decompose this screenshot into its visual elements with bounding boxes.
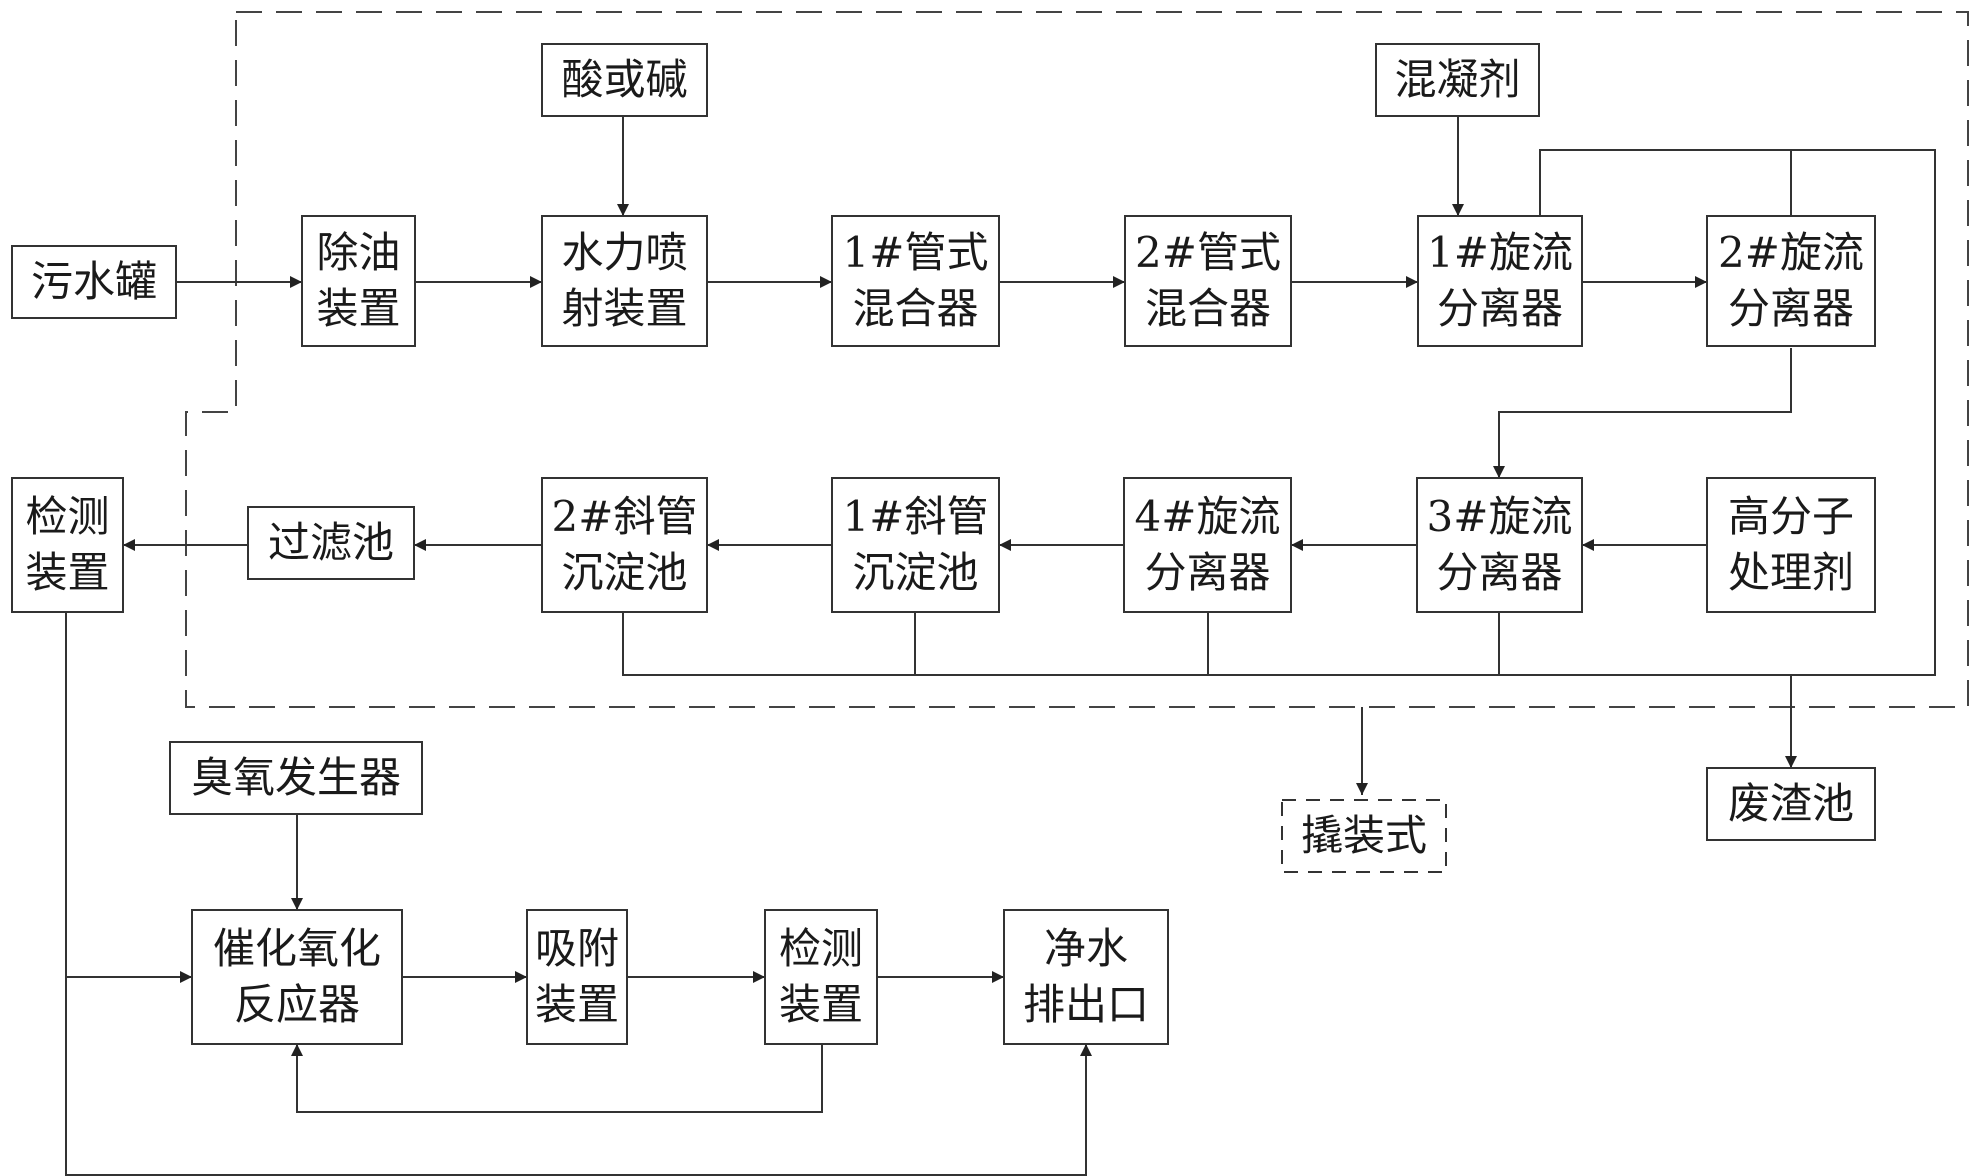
cyclone-3-label-line-1: 3#旋流: [1427, 492, 1573, 541]
tube-mixer-2-label-line-2: 混合器: [1145, 284, 1271, 333]
clean-water-outlet-box: [1003, 909, 1169, 1045]
coagulant-box: [1375, 43, 1540, 117]
flow-detection2-return: [291, 1044, 823, 1113]
cyclone-1-box: [1417, 215, 1583, 347]
detection-1-label-line-1: 检测: [25, 492, 109, 541]
cyclone-2-label-line-1: 2#旋流: [1718, 228, 1864, 277]
inclined-tube-1-label-line-2: 沉淀池: [852, 548, 978, 597]
tube-mixer-1-label-line-1: 1#管式: [843, 228, 989, 277]
clean-water-outlet-label-line-2: 排出口: [1023, 980, 1149, 1029]
adsorption-label-line-1: 吸附: [535, 924, 619, 973]
cyclone-2-label-line-2: 分离器: [1728, 284, 1854, 333]
catalytic-reactor-label-line-2: 反应器: [234, 980, 360, 1029]
waste-residue-tank-box: [1706, 767, 1876, 841]
skid-mounted-box: [1281, 799, 1447, 873]
cyclone-4-label-line-1: 4#旋流: [1135, 492, 1281, 541]
oil-removal-box: [301, 215, 416, 347]
inclined-tube-1-box: [831, 477, 1000, 613]
skid-mounted-label-line-1: 撬装式: [1301, 811, 1427, 860]
acid-base-label-line-1: 酸或碱: [561, 55, 687, 104]
sewage-tank-box: [11, 245, 177, 319]
oil-removal-label-line-2: 装置: [316, 284, 400, 333]
flow-cyclone2-to-cyclone3: [1493, 348, 1792, 478]
ozone-generator-label-line-1: 臭氧发生器: [191, 753, 401, 802]
tube-mixer-1-label-line-2: 混合器: [852, 284, 978, 333]
detection-2-label-line-1: 检测: [779, 924, 863, 973]
catalytic-reactor-box: [191, 909, 403, 1045]
detection-1-label-line-2: 装置: [25, 548, 109, 597]
inclined-tube-2-label-line-2: 沉淀池: [561, 548, 687, 597]
detection-1-box: [11, 477, 124, 613]
filter-tank-label-line-1: 过滤池: [268, 518, 394, 567]
coagulant-label-line-1: 混凝剂: [1394, 55, 1520, 104]
sewage-tank-node: 污水罐: [11, 245, 177, 319]
adsorption-label-line-2: 装置: [535, 980, 619, 1029]
acid-base-node: 酸或碱: [541, 43, 708, 117]
inclined-tube-2-box: [541, 477, 708, 613]
flow-detection-to-outlet: [65, 977, 1092, 1176]
filter-tank-box: [247, 506, 415, 580]
waste-residue-tank-label-line-1: 废渣池: [1728, 779, 1854, 828]
ozone-generator-node: 臭氧发生器: [169, 741, 423, 815]
detection-2-box: [764, 909, 878, 1045]
cyclone-1-label-line-2: 分离器: [1437, 284, 1563, 333]
tube-mixer-2-box: [1124, 215, 1292, 347]
skid-boundary: [185, 11, 1969, 708]
polymer-agent-label-line-2: 处理剂: [1728, 548, 1854, 597]
sewage-tank-label-line-1: 污水罐: [31, 257, 157, 306]
catalytic-reactor-label-line-1: 催化氧化: [213, 924, 381, 973]
adsorption-box: [526, 909, 628, 1045]
hydraulic-jet-label-line-2: 射装置: [561, 284, 687, 333]
hydraulic-jet-label-line-1: 水力喷: [561, 228, 687, 277]
waste-residue-tank-node: 废渣池: [1706, 767, 1876, 841]
sludge-line-top: [622, 149, 1936, 676]
ozone-generator-box: [169, 741, 423, 815]
cyclone-2-box: [1706, 215, 1876, 347]
oil-removal-label-line-1: 除油: [316, 228, 400, 277]
polymer-agent-label-line-1: 高分子: [1728, 492, 1854, 541]
cyclone-4-label-line-2: 分离器: [1144, 548, 1270, 597]
cyclone-3-label-line-2: 分离器: [1436, 548, 1562, 597]
coagulant-node: 混凝剂: [1375, 43, 1540, 117]
cyclone-1-label-line-1: 1#旋流: [1427, 228, 1573, 277]
detection-2-label-line-2: 装置: [779, 980, 863, 1029]
skid-mounted-node: 撬装式: [1281, 799, 1447, 873]
polymer-agent-box: [1706, 477, 1876, 613]
tube-mixer-2-label-line-1: 2#管式: [1135, 228, 1281, 277]
filter-tank-node: 过滤池: [247, 506, 415, 580]
acid-base-box: [541, 43, 708, 117]
clean-water-outlet-label-line-1: 净水: [1044, 924, 1128, 973]
cyclone-3-box: [1416, 477, 1583, 613]
tube-mixer-1-box: [831, 215, 1000, 347]
inclined-tube-2-label-line-1: 2#斜管: [552, 492, 698, 541]
cyclone-4-box: [1123, 477, 1292, 613]
inclined-tube-1-label-line-1: 1#斜管: [843, 492, 989, 541]
hydraulic-jet-box: [541, 215, 708, 347]
